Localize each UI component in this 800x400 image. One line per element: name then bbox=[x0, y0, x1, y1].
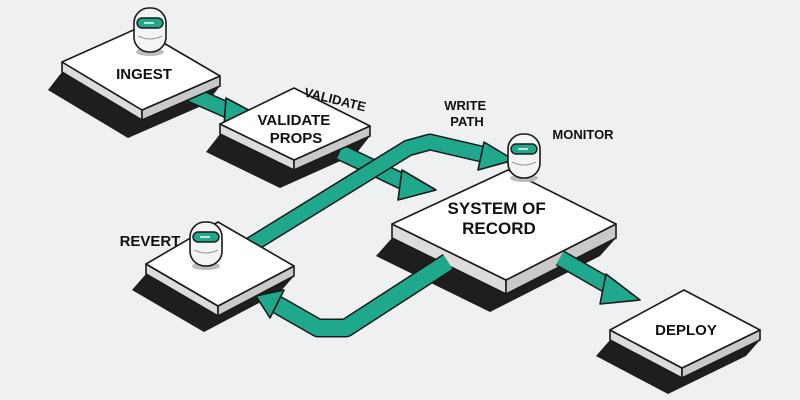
tile-revert-top bbox=[145, 221, 295, 307]
robot-icon-ingest-seam bbox=[137, 35, 163, 40]
tile-system-of-record-top bbox=[391, 169, 617, 281]
node-label-validate-props-line1: VALIDATE bbox=[258, 112, 331, 129]
robot-icon-revert-body bbox=[189, 221, 223, 267]
node-label-system-of-record: SYSTEM OF RECORD bbox=[448, 199, 551, 238]
robot-icon-ingest-body bbox=[133, 7, 167, 53]
robot-icon-revert bbox=[189, 221, 223, 270]
node-label-validate-props: VALIDATE PROPS bbox=[258, 112, 335, 147]
node-label-deploy: DEPLOY bbox=[655, 322, 717, 339]
arrow-revert-head bbox=[255, 289, 285, 319]
flow-arrows bbox=[182, 84, 515, 256]
tile-ingest-shadow bbox=[48, 72, 220, 138]
arrow-deploy-head bbox=[599, 273, 641, 305]
robots bbox=[133, 7, 541, 270]
tile-revert-shadow bbox=[132, 274, 294, 332]
node-label-validate-props-line2: PROPS bbox=[270, 130, 323, 147]
edge-label-write-path-line1: WRITE bbox=[444, 98, 486, 113]
tiles bbox=[61, 27, 761, 379]
edge-label-write-path: WRITE PATH bbox=[444, 98, 490, 129]
robot-icon-monitor-body bbox=[507, 133, 541, 179]
flow-arrows-front bbox=[255, 250, 641, 338]
node-label-system-of-record-line1: SYSTEM OF bbox=[448, 199, 546, 218]
tile-validate-props-top bbox=[219, 87, 371, 161]
arrow-write-path-head bbox=[477, 141, 515, 171]
edge-label-monitor: MONITOR bbox=[552, 127, 614, 142]
tile-deploy-shadow bbox=[596, 340, 760, 394]
node-label-system-of-record-line2: RECORD bbox=[462, 219, 536, 238]
robot-icon-ingest bbox=[133, 7, 167, 56]
arrow-deploy-fill bbox=[556, 251, 616, 295]
robot-icon-revert-seam bbox=[193, 249, 219, 254]
node-label-revert: REVERT bbox=[120, 233, 181, 250]
tile-deploy-top bbox=[609, 289, 761, 369]
node-label-ingest: INGEST bbox=[116, 66, 172, 83]
edge-label-write-path-line2: PATH bbox=[450, 114, 483, 129]
arrow-revert-fill bbox=[272, 255, 453, 336]
robot-icon-monitor-seam bbox=[511, 161, 537, 166]
tile-ingest-top bbox=[61, 27, 221, 111]
arrow-validate-to-system-head bbox=[397, 169, 437, 201]
arrow-write-path-fill bbox=[242, 135, 492, 254]
robot-icon-monitor bbox=[507, 133, 541, 182]
